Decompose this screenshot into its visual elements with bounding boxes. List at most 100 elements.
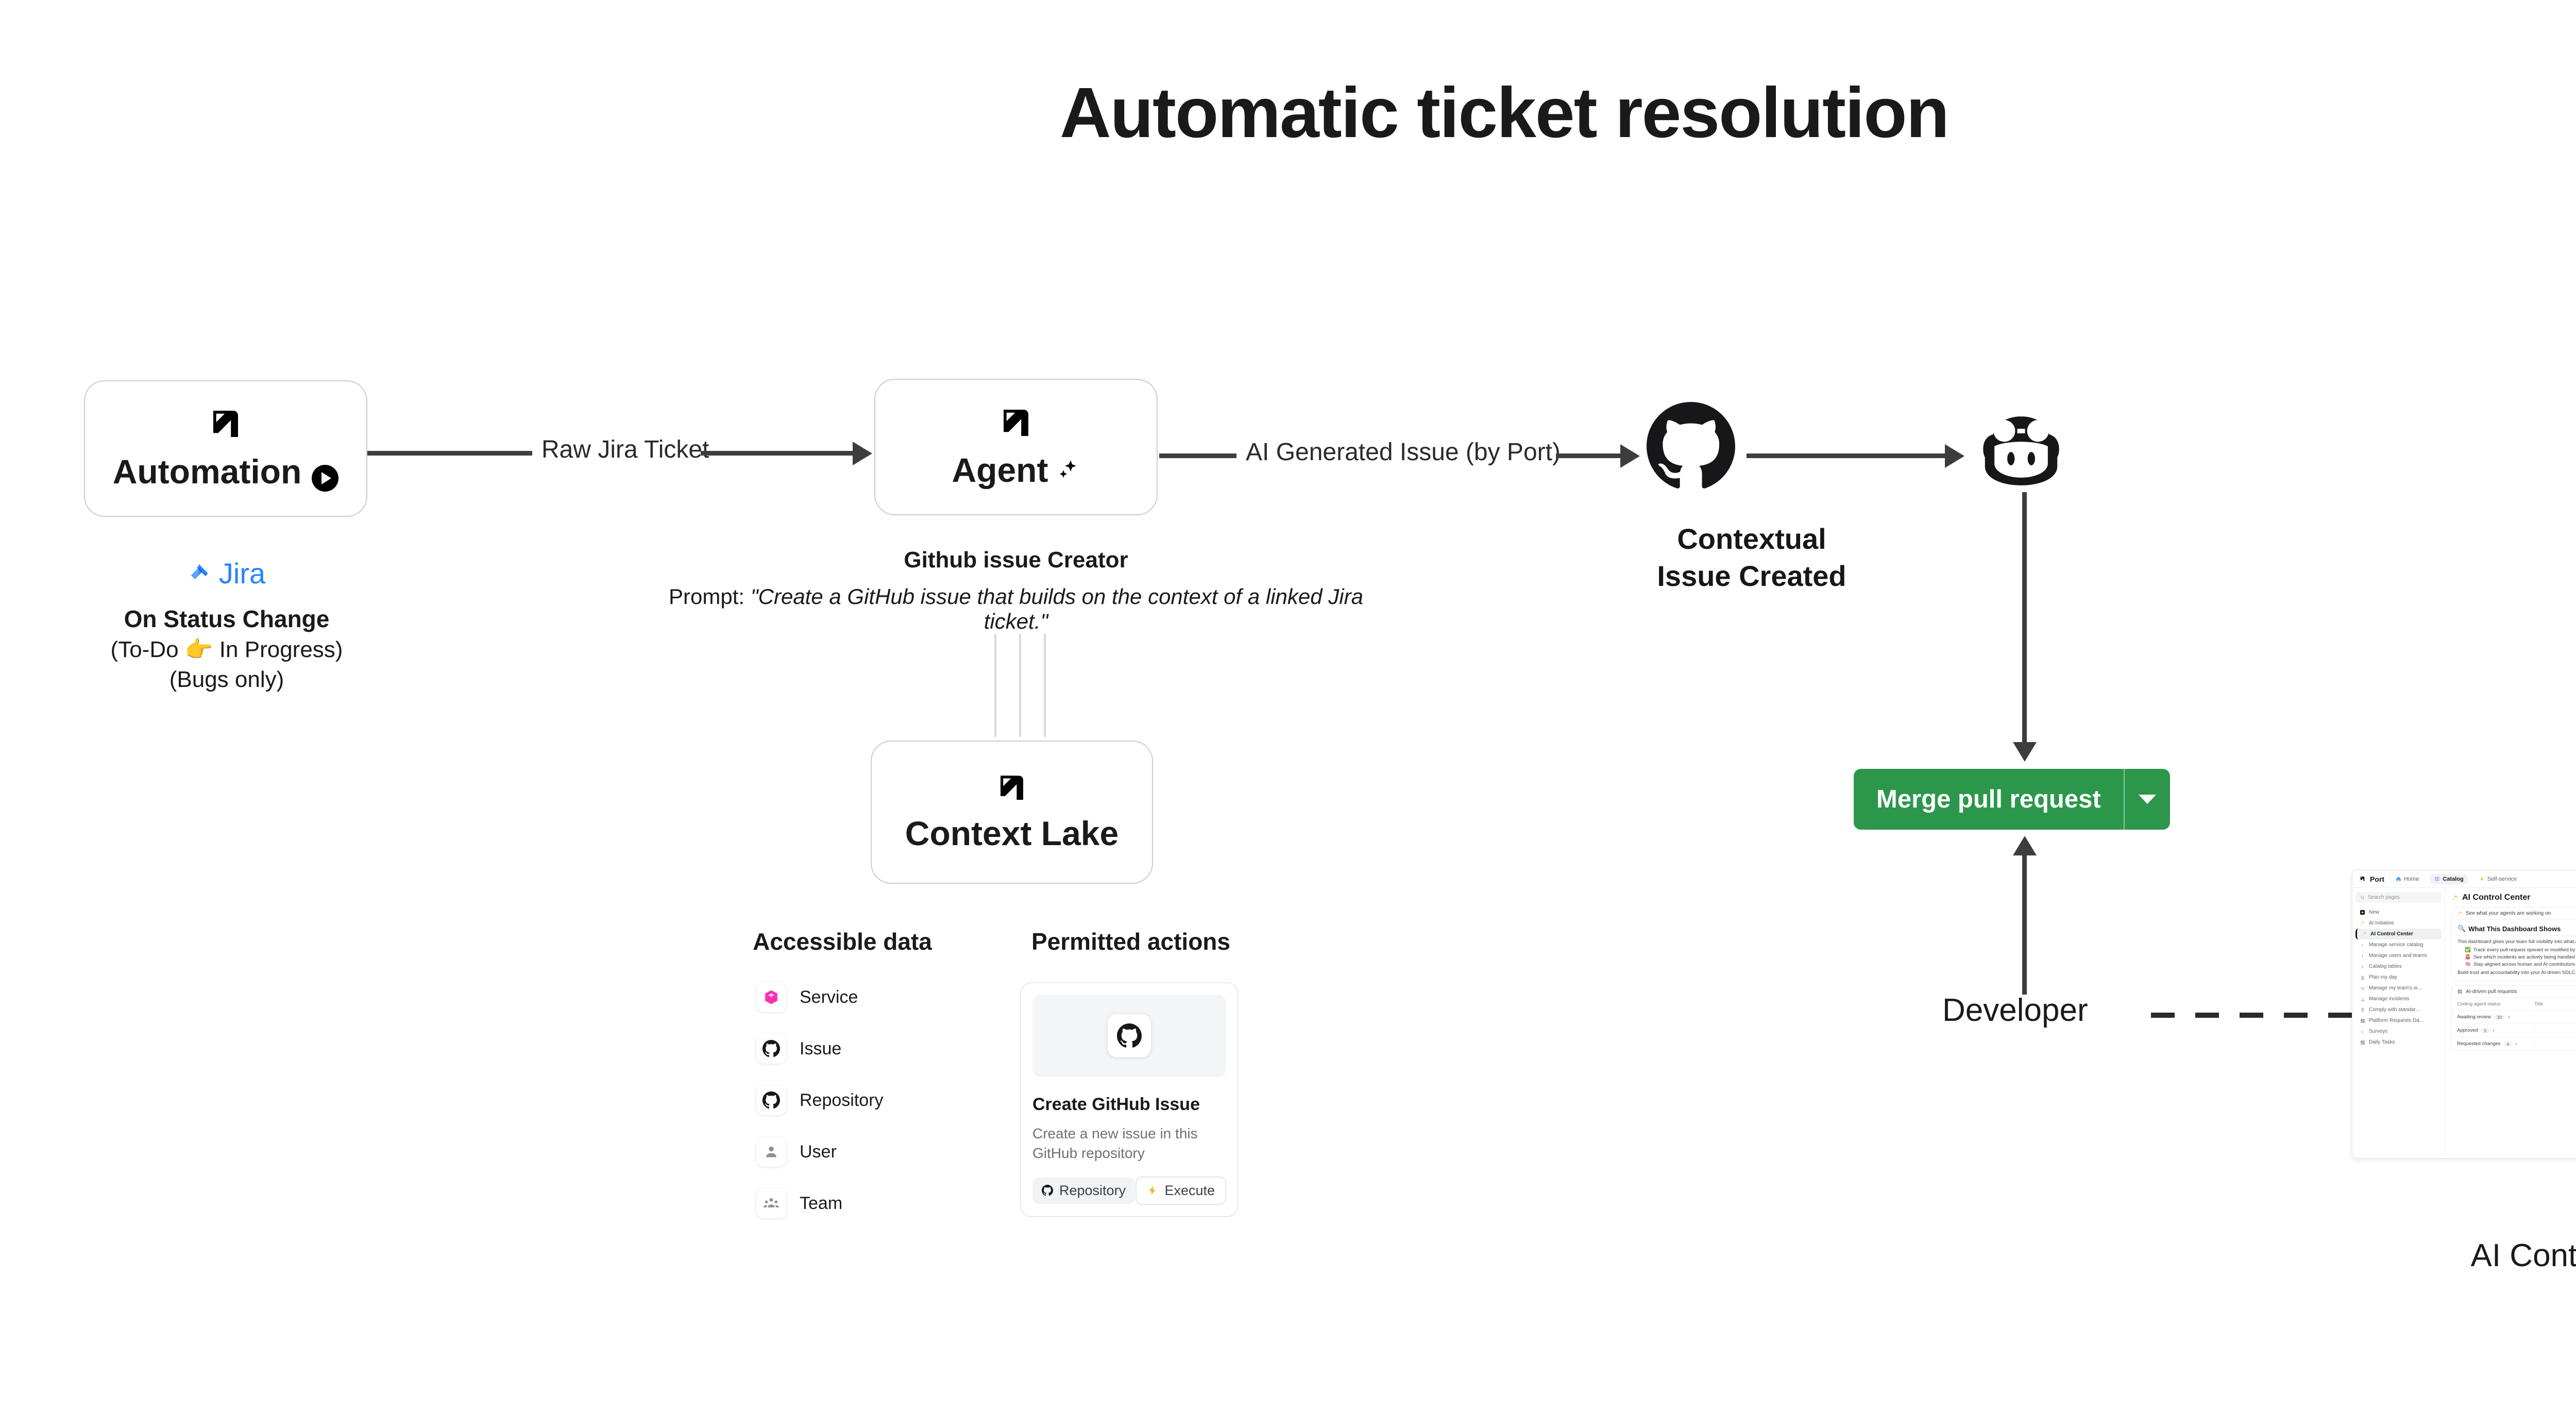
github-icon <box>1108 1014 1151 1057</box>
sidebar-item-surveys[interactable]: ›Surveys <box>2355 1026 2442 1037</box>
sidebar-item-manage-my-teams-work[interactable]: Manage my team's w… <box>2355 983 2442 994</box>
execute-button[interactable]: Execute <box>1136 1176 1226 1205</box>
chevron-right-icon[interactable]: › <box>2515 1041 2517 1047</box>
bullet-text: Stay aligned across human and AI contrib… <box>2473 962 2576 967</box>
edge-line-agent-github <box>1159 453 1236 458</box>
github-node-label-line1: Contextual <box>1677 523 1826 555</box>
dashboard-nav-catalog[interactable]: Catalog <box>2430 873 2468 884</box>
sidebar-item-daily-tasks[interactable]: Daily Tasks <box>2355 1037 2442 1048</box>
context-lake-node[interactable]: Context Lake <box>871 741 1153 884</box>
table-title: AI-driven pull requests <box>2466 989 2517 995</box>
chevron-right-icon[interactable]: › <box>2508 1014 2510 1020</box>
copilot-node[interactable] <box>1975 412 2067 492</box>
github-icon <box>1647 402 1735 489</box>
list-item[interactable]: Repository <box>732 1085 953 1115</box>
bullet-text: See which incidents are actively being h… <box>2473 954 2576 960</box>
chevron-right-icon: › <box>2362 942 2363 948</box>
arrow-head-down-merge <box>2013 742 2037 762</box>
play-badge-icon[interactable] <box>312 464 339 492</box>
home-icon <box>2396 877 2401 881</box>
row-count: 5 <box>2481 1028 2490 1033</box>
list-item-label: Service <box>800 987 858 1007</box>
agent-node[interactable]: Agent <box>874 379 1158 515</box>
dashboard-brand[interactable]: Port <box>2359 875 2384 883</box>
chevron-right-icon[interactable]: › <box>2493 1028 2495 1033</box>
sidebar-item-manage-users-and-teams[interactable]: ›Manage users and teams <box>2355 950 2442 961</box>
execute-button-label: Execute <box>1164 1182 1215 1198</box>
automation-trigger-scope: (Bugs only) <box>169 666 284 692</box>
dashboard-nav-home-label: Home <box>2404 876 2419 882</box>
chevron-right-icon: › <box>2362 953 2363 959</box>
action-card-title: Create GitHub Issue <box>1032 1095 1200 1114</box>
port-logo-icon <box>1001 776 1023 800</box>
bullet-emoji: 🧠 <box>2465 962 2471 967</box>
action-card-thumbnail <box>1032 995 1226 1077</box>
dashboard-nav-home[interactable]: Home <box>2392 874 2423 884</box>
dashboard-nav-self-service-label: Self-service <box>2487 876 2517 882</box>
context-connector-line-1 <box>994 634 996 737</box>
ai-pull-requests-table: AI-driven pull requests Coding agent sta… <box>2451 985 2576 1051</box>
table-header-row: Coding agent status Title Pull Request U… <box>2452 998 2576 1011</box>
sidebar-item-plan-my-day[interactable]: Plan my day <box>2355 972 2442 983</box>
list-item[interactable]: User <box>732 1137 953 1167</box>
dashboard-icon <box>2360 1039 2365 1045</box>
github-node[interactable] <box>1647 402 1735 493</box>
dashboard-banner-head: See what your agents are working on <box>2452 907 2576 920</box>
user-icon <box>756 1137 786 1167</box>
repository-tag[interactable]: Repository <box>1032 1177 1136 1204</box>
sidebar-item-comply-with-standards[interactable]: Comply with standar… <box>2355 1004 2442 1015</box>
sidebar-item-ai-control-center[interactable]: AI Control Center <box>2355 929 2442 939</box>
merge-pull-request-button[interactable]: Merge pull request <box>1854 769 2170 830</box>
port-logo-icon <box>213 410 238 437</box>
sidebar-item-platform-requests-dashboard[interactable]: Platform Requests Da… <box>2355 1015 2442 1026</box>
context-connector-line-2 <box>1019 634 1021 737</box>
sidebar-search-input[interactable]: Search pages <box>2355 892 2442 903</box>
sidebar-item-new[interactable]: New <box>2355 907 2442 918</box>
dashboard-sidebar: Search pages New AI Initiative AI Contro… <box>2352 888 2445 1158</box>
sidebar-item-catalog-tables[interactable]: ›Catalog tables <box>2355 961 2442 972</box>
sidebar-item-label: Manage incidents <box>2369 996 2410 1002</box>
chevron-down-icon[interactable] <box>2125 769 2170 830</box>
jira-brand-label: Jira <box>218 557 266 590</box>
edge-label-raw-jira-ticket: Raw Jira Ticket <box>532 435 719 464</box>
github-node-label: Contextual Issue Created <box>1494 520 2009 594</box>
chevron-right-icon: › <box>2362 1029 2363 1034</box>
sidebar-item-label: Plan my day <box>2369 974 2398 980</box>
sidebar-item-label: Platform Requests Da… <box>2369 1018 2425 1023</box>
dashboard-brand-label: Port <box>2370 875 2384 883</box>
port-logo-icon <box>1004 409 1028 436</box>
automation-trigger: On Status Change <box>124 606 330 632</box>
arrow-head-right-copilot <box>1945 444 1964 468</box>
dashboard-page-header: AI Control Center + Widget ⋯ <box>2451 893 2576 907</box>
dashboard-icon <box>2360 1018 2365 1023</box>
dashboard-nav-self-service[interactable]: Self-service <box>2475 874 2521 884</box>
column-header-status[interactable]: Coding agent status <box>2457 1001 2534 1007</box>
sidebar-item-manage-service-catalog[interactable]: ›Manage service catalog <box>2355 939 2442 950</box>
dashboard-topbar: Port Home Catalog Self-service Search K <box>2352 870 2576 888</box>
sidebar-item-manage-incidents[interactable]: Manage incidents <box>2355 994 2442 1004</box>
list-item[interactable]: Service <box>732 982 953 1012</box>
ai-control-center-screenshot[interactable]: Port Home Catalog Self-service Search K <box>2352 870 2576 1158</box>
dashboard-section-title: What This Dashboard Shows <box>2468 924 2561 933</box>
list-item[interactable]: Issue <box>732 1034 953 1064</box>
column-header-title[interactable]: Title <box>2534 1001 2544 1007</box>
chevron-right-icon: › <box>2362 964 2363 969</box>
edge-line-github-copilot <box>1747 453 1947 458</box>
automation-node[interactable]: Automation <box>84 380 367 517</box>
list-item-label: Repository <box>800 1090 884 1110</box>
developer-label: Developer <box>1942 993 2088 1028</box>
sidebar-item-ai-initiative[interactable]: AI Initiative <box>2355 918 2442 929</box>
sidebar-search-placeholder: Search pages <box>2368 895 2400 900</box>
github-copilot-icon <box>1983 416 2059 485</box>
agent-prompt: Prompt: "Create a GitHub issue that buil… <box>668 584 1364 634</box>
list-item[interactable]: Team <box>732 1188 953 1218</box>
edge-line-automation-agent <box>367 451 532 456</box>
bullet-emoji: 🚨 <box>2465 954 2471 960</box>
jira-brand: Jira <box>52 557 402 590</box>
list-item-label: Team <box>800 1193 843 1213</box>
action-card[interactable]: Create GitHub Issue Create a new issue i… <box>1020 982 1239 1217</box>
